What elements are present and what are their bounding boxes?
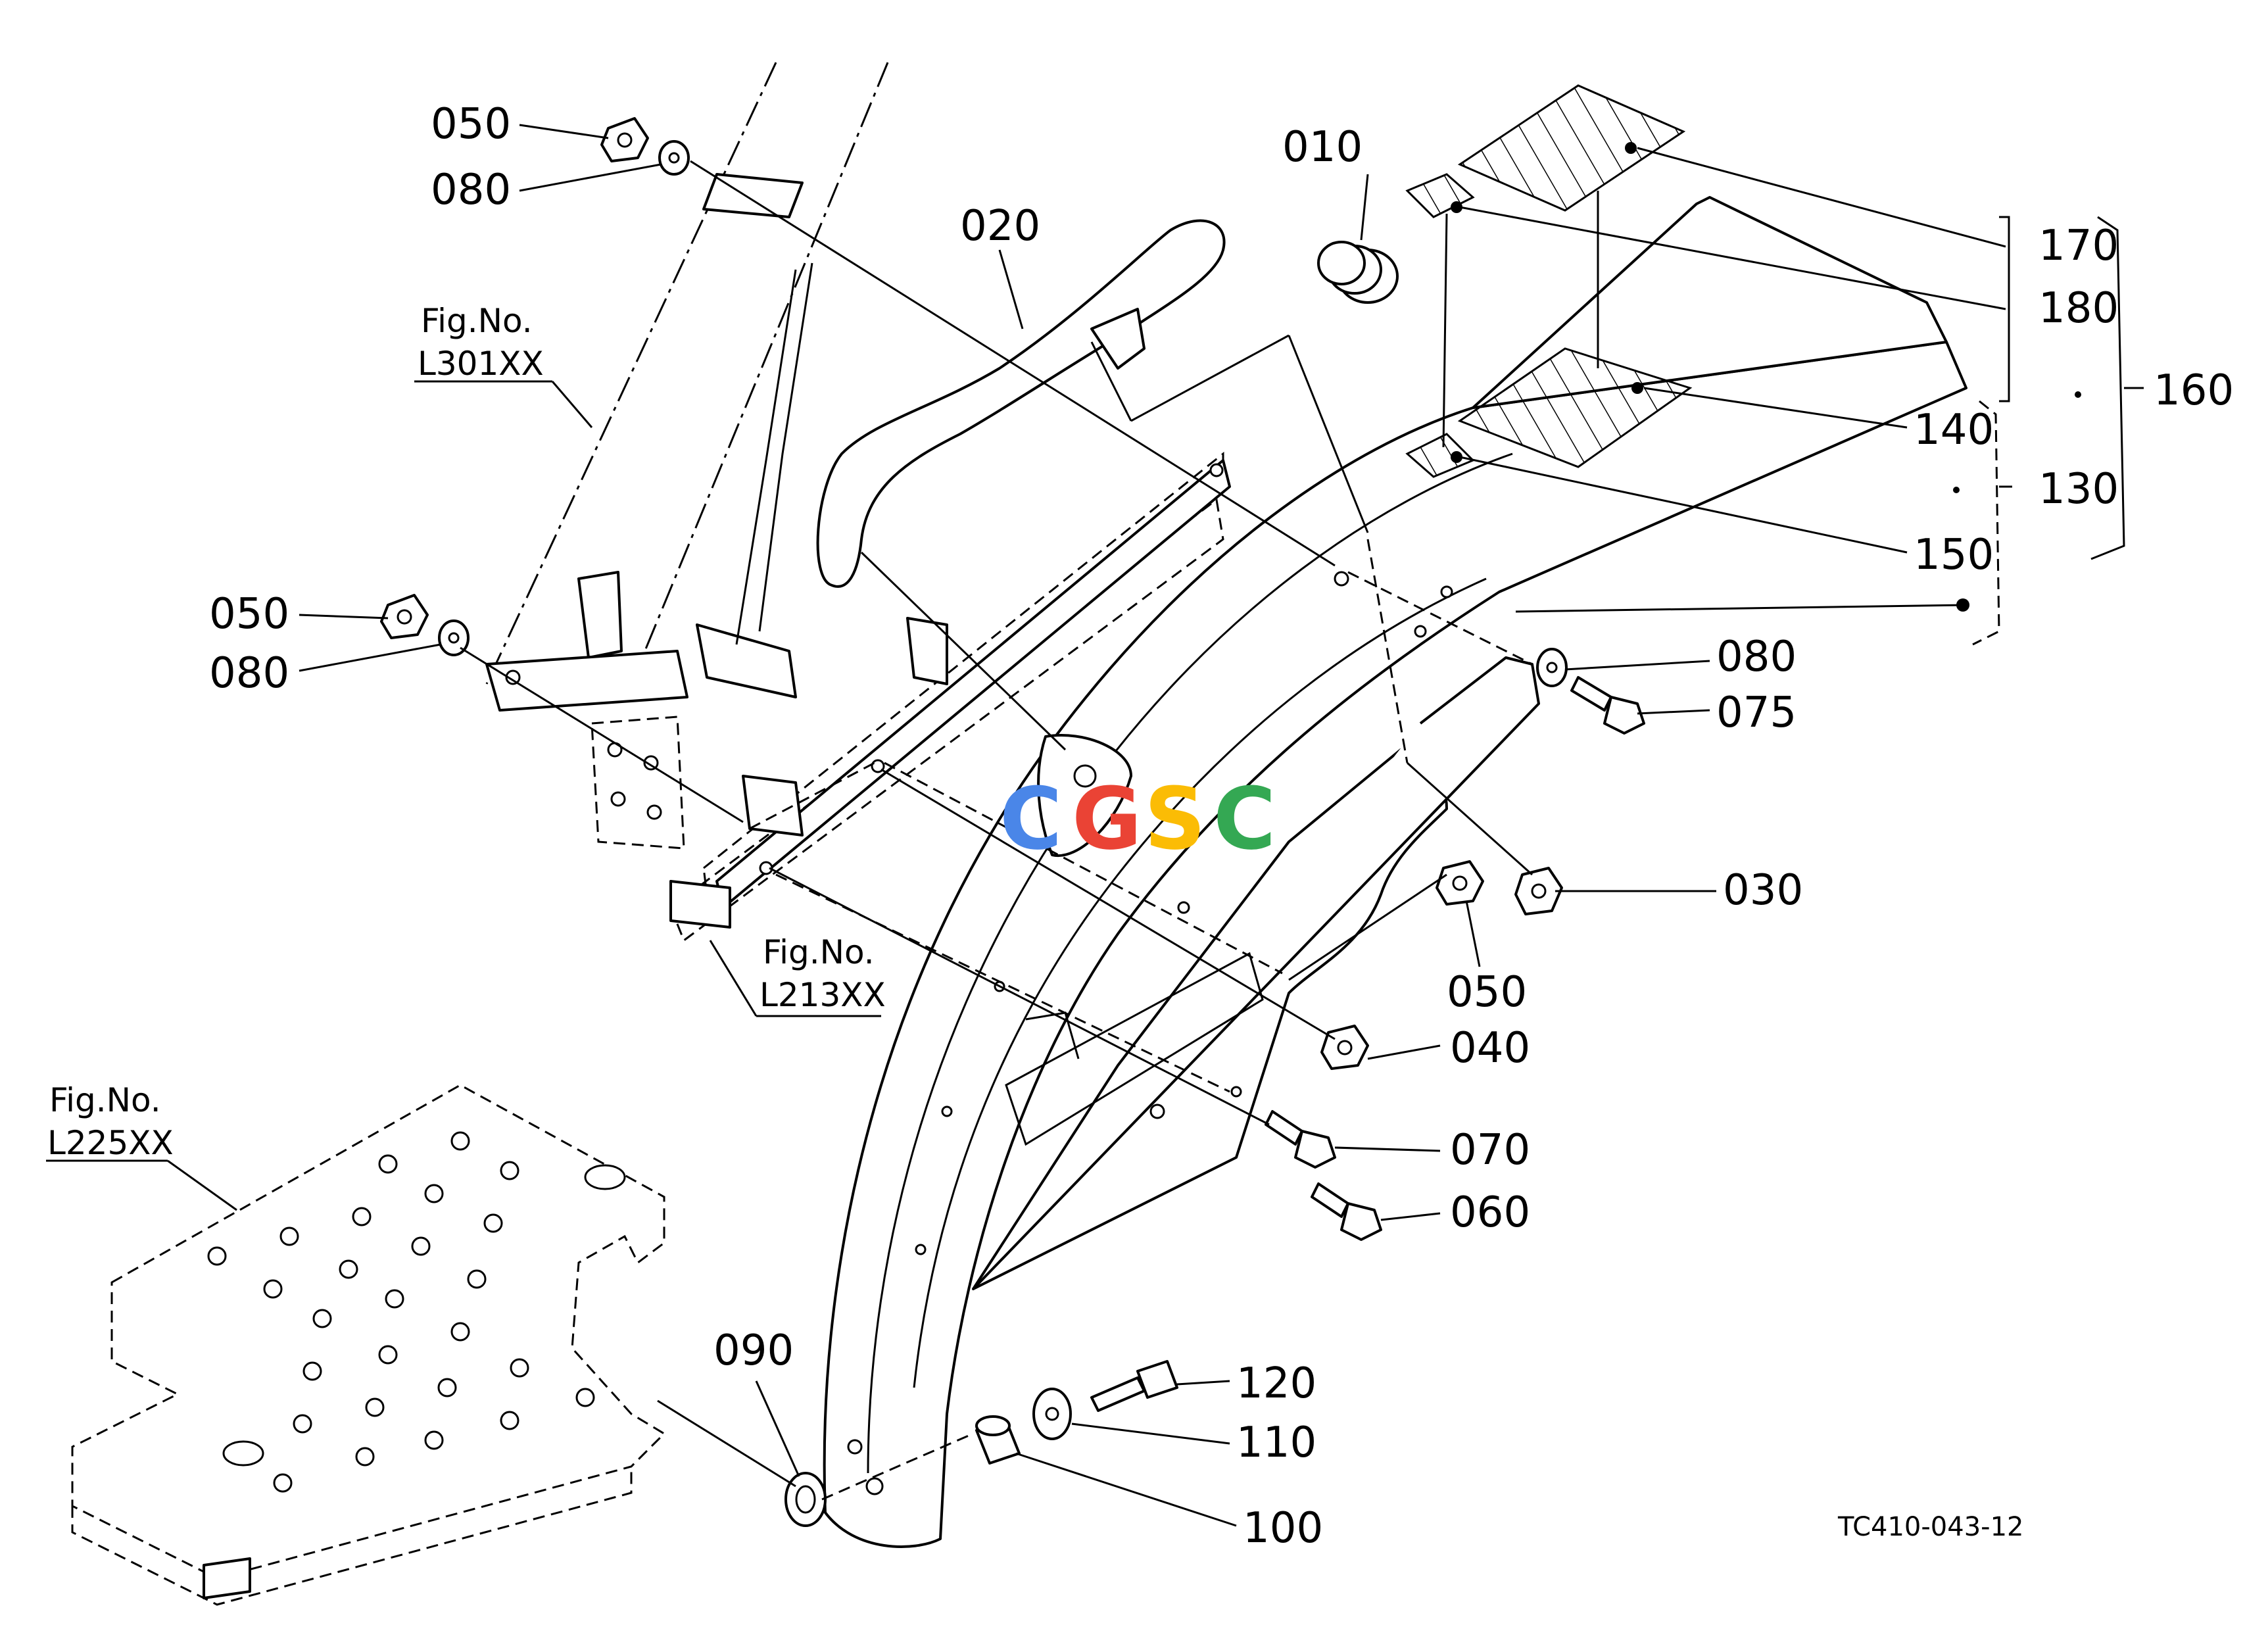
bolt-070 [1265,1110,1336,1169]
collar-100 [975,1415,1021,1465]
fig-ref-1-title: Fig.No. [421,302,533,340]
callout-140: 140 [1914,406,1994,454]
callout-030: 030 [1723,866,1803,915]
watermark-logo: C G S C [1000,769,1276,869]
nut-040 [1320,1025,1369,1070]
callout-050-right: 050 [1447,968,1527,1017]
washer-080-right [1536,648,1568,687]
washer-080-left [438,619,470,656]
grommet-090 [784,1472,827,1527]
fig-ref-3-number: L225XX [47,1124,174,1162]
fig-ref-2-number: L213XX [760,976,886,1014]
mounting-bracket [669,451,1231,942]
callout-020: 020 [960,202,1040,251]
bolt-120 [1090,1360,1178,1412]
callout-080-right: 080 [1716,633,1797,681]
callout-160: 160 [2154,366,2234,415]
callout-070: 070 [1450,1126,1530,1175]
callout-060: 060 [1450,1188,1530,1237]
rubber-grommet-010 [1317,241,1399,304]
assembly-lines [460,160,1533,1501]
bolt-075 [1570,676,1645,735]
decal-140 [1457,347,1693,468]
grommet-nut-030 [1514,867,1563,915]
fender-body [823,196,1967,1548]
fig-ref-3-title: Fig.No. [49,1081,161,1119]
watermark-letter-2: G [1072,769,1142,869]
callout-180: 180 [2039,284,2119,333]
bolt-060 [1311,1182,1382,1241]
watermark-letter-4: C [1213,769,1276,869]
callout-050-top: 050 [431,100,511,149]
fig-ref-2-title: Fig.No. [763,933,875,971]
flange-nut-050-left [380,594,429,639]
step-plate [71,1084,666,1606]
callout-080-left: 080 [209,649,289,698]
callout-075: 075 [1716,689,1797,737]
fig-ref-1-number: L301XX [418,345,544,383]
washer-080-top [658,140,690,176]
watermark-letter-1: C [1000,769,1062,869]
flange-nut-050-top [600,117,649,162]
callout-100: 100 [1243,1504,1323,1553]
callout-010: 010 [1282,123,1363,172]
callout-150: 150 [1914,531,1994,579]
watermark-letter-3: S [1144,769,1206,869]
diagram-code: TC410-043-12 [1837,1512,2023,1542]
callout-090: 090 [713,1326,794,1375]
callout-110: 110 [1236,1419,1316,1467]
callout-170: 170 [2039,222,2119,270]
callout-080-top: 080 [431,166,511,214]
callout-130: 130 [2039,465,2119,514]
decal-180 [1405,173,1475,218]
flange-nut-050-right [1436,860,1484,906]
callout-120: 120 [1236,1359,1316,1408]
grab-handle [816,219,1226,588]
washer-110 [1032,1388,1072,1440]
callout-050-left: 050 [209,590,289,639]
rops-column-frame [485,62,889,850]
decal-170 [1457,84,1686,212]
callout-040: 040 [1450,1024,1530,1073]
callout-leaders [46,124,2144,1527]
